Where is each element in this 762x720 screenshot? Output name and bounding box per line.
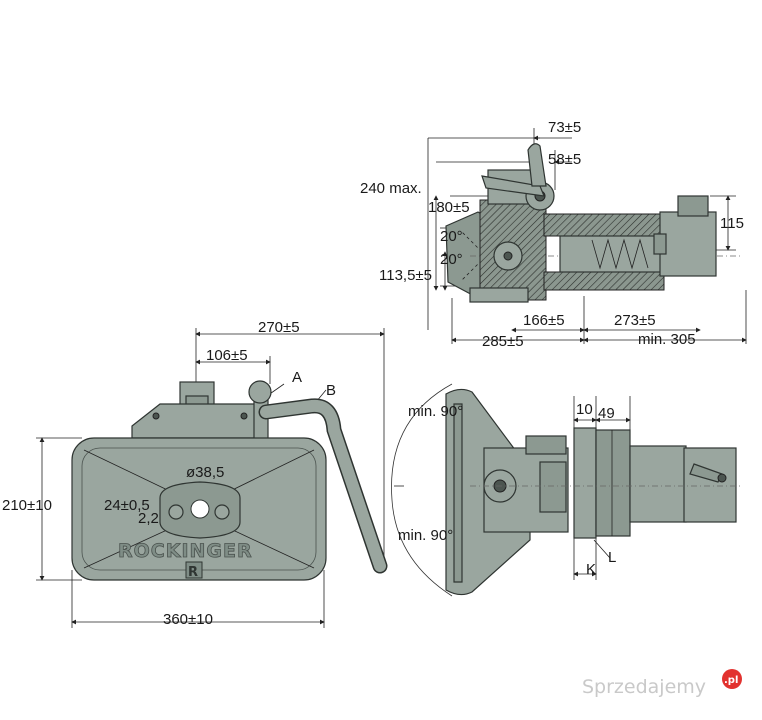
dim-166: 166±5 [523, 312, 565, 329]
side-view: min. 90° min. 90° 10 49 K L [391, 383, 742, 597]
flange-K [573, 427, 597, 539]
pneumatic-unit [683, 447, 737, 523]
dim-285: 285±5 [482, 333, 524, 350]
dim-min-90-upper: min. 90° [408, 403, 463, 420]
dim-240-max: 240 max. [360, 180, 422, 197]
callout-B: B [326, 382, 336, 399]
dim-angle-upper: 20° [440, 228, 463, 245]
dim-270: 270±5 [258, 319, 300, 336]
watermark-suffix: .pl [724, 675, 738, 686]
lever-bar-B [260, 399, 386, 572]
pin-hole [190, 499, 210, 519]
brand-emblem-letter: R [188, 565, 198, 580]
front-view: ROCKINGER R 270±5 106±5 210±10 ø38,5 24±… [2, 319, 388, 628]
dim-273: 273±5 [614, 312, 656, 329]
cylinder-cap [677, 195, 709, 217]
dim-115: 115 [720, 215, 744, 232]
brand-emblem-icon [185, 561, 203, 579]
plate-edge [453, 403, 463, 583]
actuator-lever [689, 463, 723, 483]
lower-plate [469, 287, 529, 303]
dim-210: 210±10 [2, 497, 52, 514]
dim-pin-diameter: ø38,5 [186, 464, 224, 481]
pneumatic-cylinder [659, 211, 717, 277]
dim-10: 10 [576, 401, 593, 418]
head-top [525, 435, 567, 455]
bolt [152, 412, 160, 420]
dim-58: 58±5 [548, 151, 581, 168]
dim-min-305: min. 305 [638, 331, 696, 348]
rib [83, 449, 181, 497]
mounting-bracket [131, 403, 267, 439]
dim-180: 180±5 [428, 199, 470, 216]
bushing-left [168, 504, 184, 520]
leader-L [593, 539, 611, 559]
shaft [559, 235, 671, 273]
shaft-section-upper [543, 213, 665, 237]
dim-360: 360±10 [163, 611, 213, 628]
lever-handle [527, 143, 547, 187]
callout-A: A [292, 369, 302, 386]
lever-knob-A [248, 380, 272, 404]
rib [83, 523, 181, 569]
bushing-right [214, 504, 230, 520]
coupling-pin-center [503, 251, 513, 261]
dim-24: 24±0,5 [104, 497, 150, 514]
cylinder-flange [653, 233, 667, 255]
rib [219, 449, 315, 497]
bolt [240, 412, 248, 420]
flange-L [595, 429, 631, 537]
brand-logo-text: ROCKINGER [118, 540, 253, 562]
hand-lever [481, 175, 545, 197]
dim-113-5: 113,5±5 [379, 267, 432, 284]
dim-106: 106±5 [206, 347, 248, 364]
dim-49: 49 [598, 405, 615, 422]
dim-angle-lower: 20° [440, 251, 463, 268]
shaft-section-lower [543, 271, 665, 291]
dim-2-2: 2,2 [138, 510, 159, 527]
dim-73: 73±5 [548, 119, 581, 136]
dim-min-90-lower: min. 90° [398, 527, 453, 544]
watermark-badge-icon [722, 669, 742, 689]
top-section-view: 73±5 58±5 240 max. 180±5 20° 20° 113,5±5… [360, 119, 747, 350]
swing-arc [391, 383, 453, 597]
callout-K: K [586, 561, 596, 578]
watermark: Sprzedajemy .pl [582, 669, 742, 698]
callout-L: L [608, 549, 616, 566]
cylinder-side [629, 445, 687, 523]
lock-block [539, 461, 567, 513]
rib [219, 523, 315, 569]
watermark-text: Sprzedajemy [582, 676, 706, 698]
actuator-knob [717, 473, 727, 483]
spring [591, 238, 649, 270]
